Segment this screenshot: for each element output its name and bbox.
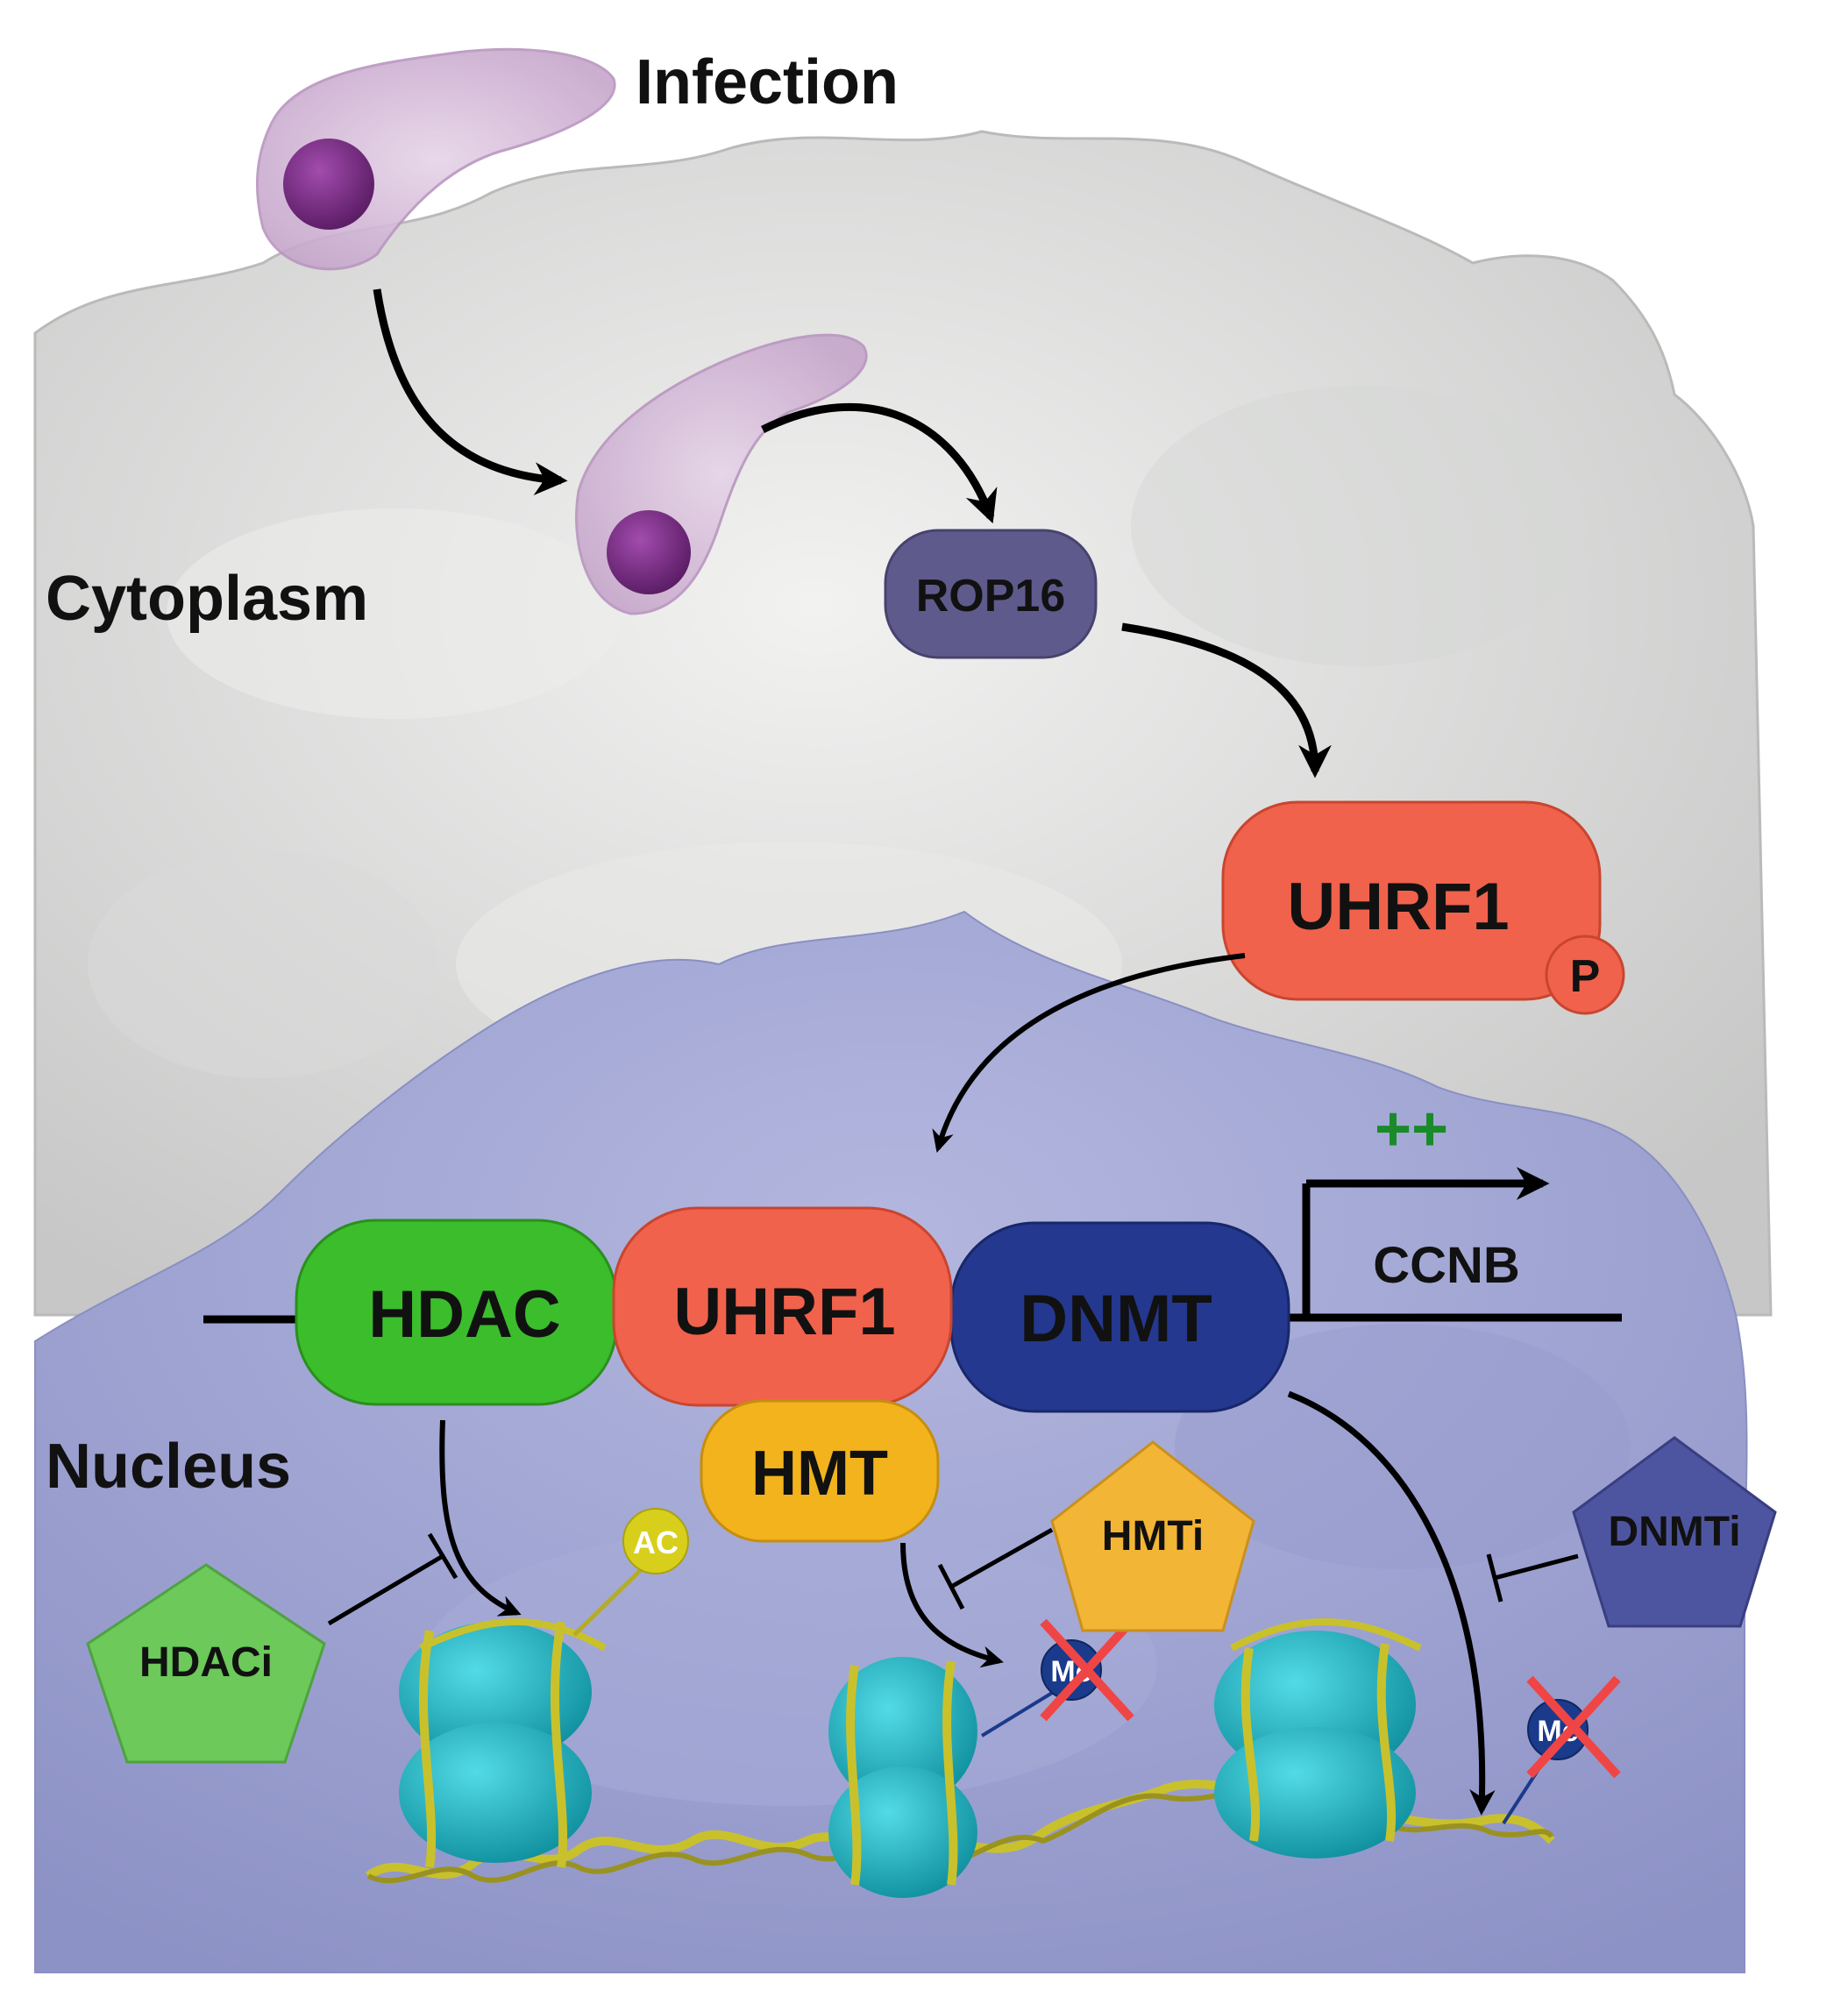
arrow-invasion	[373, 288, 568, 495]
inhibition-hdaci	[327, 1532, 458, 1626]
acetyl-mark: AC	[622, 1508, 689, 1574]
arrow-to-nucleus	[932, 953, 1246, 1153]
phospho-label: P	[1570, 951, 1601, 1002]
parasite-intracellular	[575, 333, 868, 615]
acetyl-label: AC	[633, 1524, 679, 1560]
methyl-mark-1: Me	[1040, 1618, 1134, 1722]
hdac-label: HDAC	[368, 1277, 561, 1352]
rop16-label: ROP16	[916, 571, 1066, 622]
arrow-dnmt-to-chromatin	[1287, 1390, 1496, 1816]
ccnb-gene: CCNB ++	[1289, 1094, 1622, 1322]
methyl-link-1	[980, 1686, 1063, 1738]
nucleus-label: Nucleus	[46, 1432, 291, 1502]
nucleosome-right	[1214, 1618, 1422, 1859]
methyl-mark-2: Me	[1526, 1675, 1621, 1779]
parasite-extracellular	[255, 47, 616, 271]
arrow-to-uhrf1	[1121, 622, 1332, 778]
hmti-inhibitor: HMTi	[1050, 1440, 1255, 1632]
dnmti-label: DNMTi	[1608, 1509, 1740, 1555]
nucleosome-acetylated	[399, 1618, 607, 1868]
hmt-protein: HMT	[700, 1399, 940, 1543]
arrow-to-rop16	[760, 402, 998, 524]
dnmt-protein: DNMT	[949, 1221, 1290, 1413]
arrow-hdac-to-chromatin	[439, 1419, 522, 1617]
hdaci-label: HDACi	[139, 1639, 273, 1686]
nucleosome-middle	[828, 1657, 977, 1898]
hmt-label: HMT	[751, 1439, 888, 1509]
inhibition-dnmti	[1486, 1553, 1579, 1603]
rop16-protein: ROP16	[884, 529, 1098, 659]
hdac-protein: HDAC	[295, 1219, 618, 1406]
inhibition-hmti	[937, 1527, 1054, 1610]
hdaci-inhibitor: HDACi	[86, 1563, 326, 1764]
activation-label: ++	[1375, 1094, 1448, 1164]
uhrf1-cyto-label: UHRF1	[1287, 870, 1509, 944]
arrow-hmt-to-chromatin	[900, 1542, 1004, 1668]
ccnb-label: CCNB	[1373, 1237, 1520, 1294]
infection-label: Infection	[636, 47, 899, 117]
uhrf1-nuclear: UHRF1	[612, 1206, 953, 1407]
uhrf1-nuc-label: UHRF1	[673, 1275, 895, 1349]
dnmt-label: DNMT	[1020, 1282, 1212, 1356]
dnmti-inhibitor: DNMTi	[1572, 1436, 1777, 1628]
acetyl-link	[572, 1560, 650, 1637]
hmti-label: HMTi	[1102, 1513, 1204, 1560]
cytoplasm-label: Cytoplasm	[46, 564, 368, 634]
uhrf1-phosphorylated: UHRF1 P	[1221, 800, 1625, 1015]
